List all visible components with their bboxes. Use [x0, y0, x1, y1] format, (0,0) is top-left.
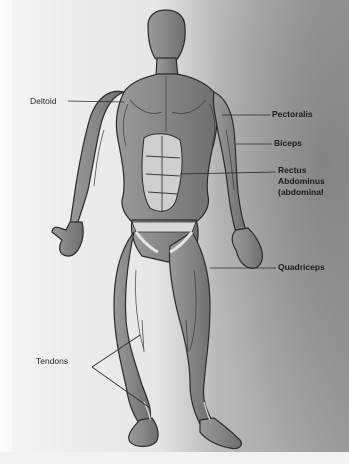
- label-tendons: Tendons: [36, 357, 68, 367]
- label-quadriceps: Quadriceps: [278, 263, 325, 273]
- label-pectoralis: Pectoralis: [272, 110, 313, 120]
- label-rectus-line2: Abdominus: [278, 177, 325, 187]
- head: [148, 10, 185, 63]
- label-biceps: Biceps: [274, 139, 302, 149]
- label-deltoid: Deltoid: [30, 97, 56, 107]
- label-rectus-line3: (abdominal: [278, 188, 323, 198]
- neck: [156, 58, 178, 76]
- label-rectus-line1: Rectus: [278, 166, 306, 176]
